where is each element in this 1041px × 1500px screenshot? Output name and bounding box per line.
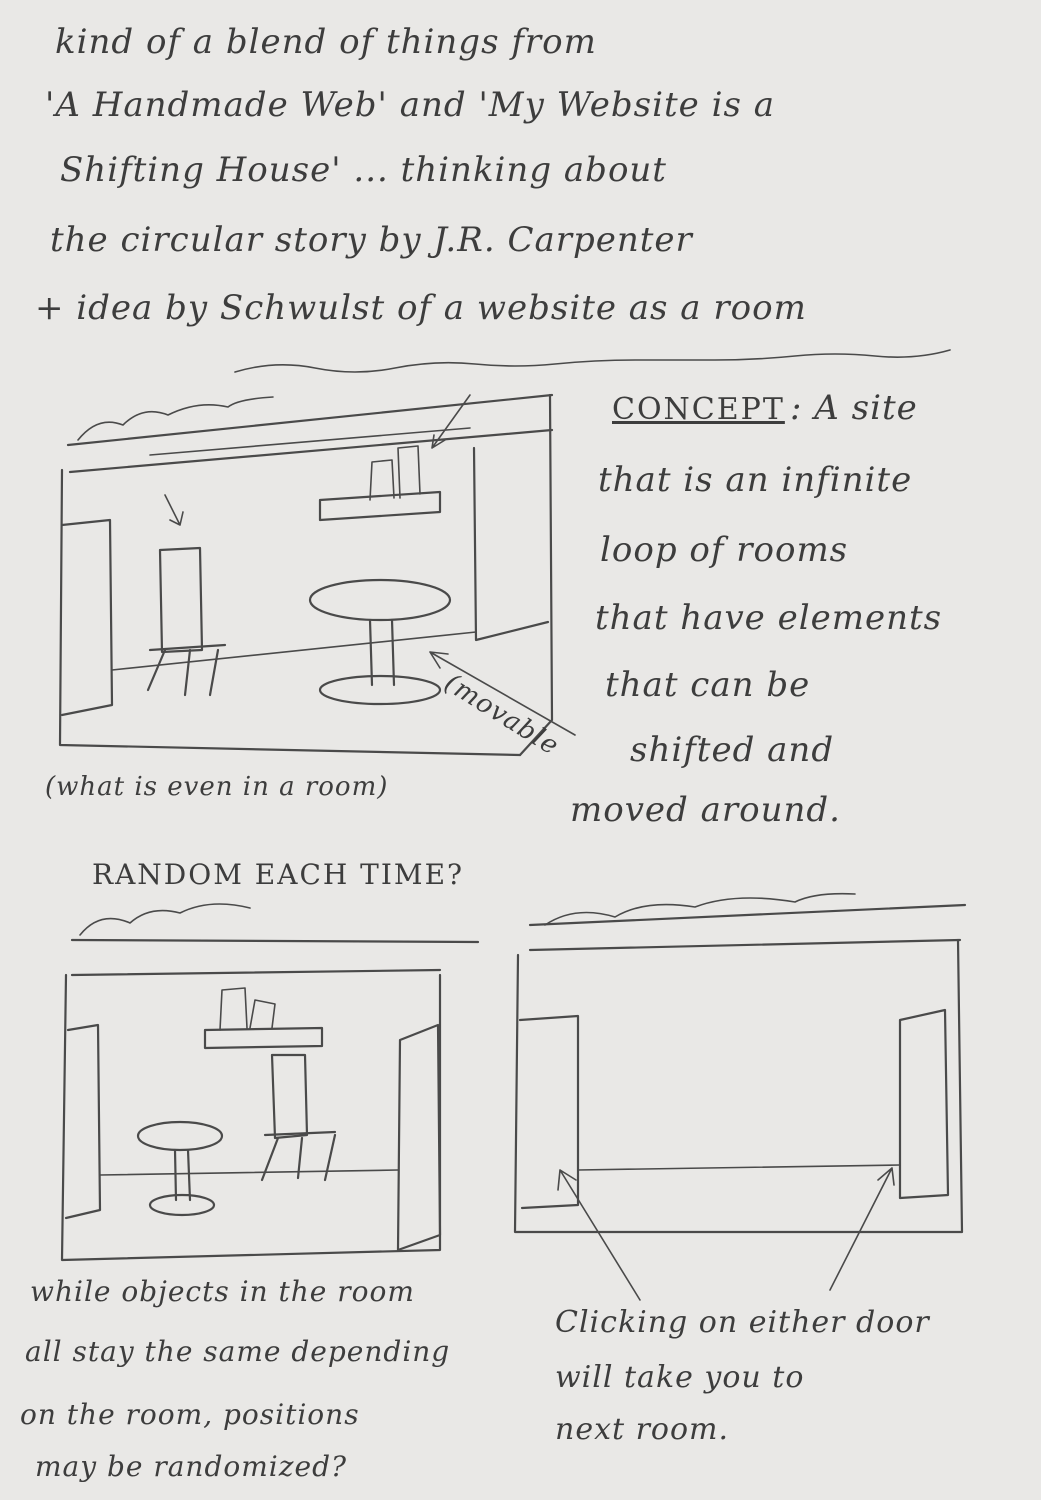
concept-line-4: that have elements — [595, 598, 943, 638]
right-note-line-1: Clicking on either door — [555, 1305, 930, 1340]
sketch-1-caption: (what is even in a room) — [45, 772, 389, 802]
intro-line-3: Shifting House' ... thinking about — [60, 150, 667, 190]
concept-line-6: shifted and — [630, 730, 835, 770]
right-note-line-2: will take you to — [555, 1360, 805, 1395]
left-note-line-3: on the room, positions — [20, 1398, 360, 1431]
concept-line-3: loop of rooms — [600, 530, 849, 570]
left-note-line-2: all stay the same depending — [25, 1335, 451, 1368]
intro-line-4: the circular story by J.R. Carpenter — [50, 220, 693, 260]
concept-line-1: : A site — [790, 388, 918, 428]
wavy-divider — [234, 349, 951, 373]
intro-line-2: 'A Handmade Web' and 'My Website is a — [45, 85, 775, 125]
concept-line-2: that is an infinite — [598, 460, 913, 500]
sketch-2-random-room — [60, 903, 480, 1262]
left-note-line-4: may be randomized? — [35, 1450, 348, 1483]
random-note: RANDOM EACH TIME? — [92, 858, 465, 891]
left-note-line-1: while objects in the room — [30, 1275, 415, 1308]
concept-line-5: that can be — [605, 665, 811, 705]
right-note-line-3: next room. — [555, 1412, 730, 1447]
concept-heading: CONCEPT — [612, 392, 785, 427]
intro-line-1: kind of a blend of things from — [55, 22, 597, 62]
intro-line-5: + idea by Schwulst of a website as a roo… — [35, 288, 807, 328]
concept-line-7: moved around. — [570, 790, 841, 830]
sketch-3-doors-room — [513, 892, 967, 1301]
sketch-1-browser-room — [58, 393, 576, 757]
